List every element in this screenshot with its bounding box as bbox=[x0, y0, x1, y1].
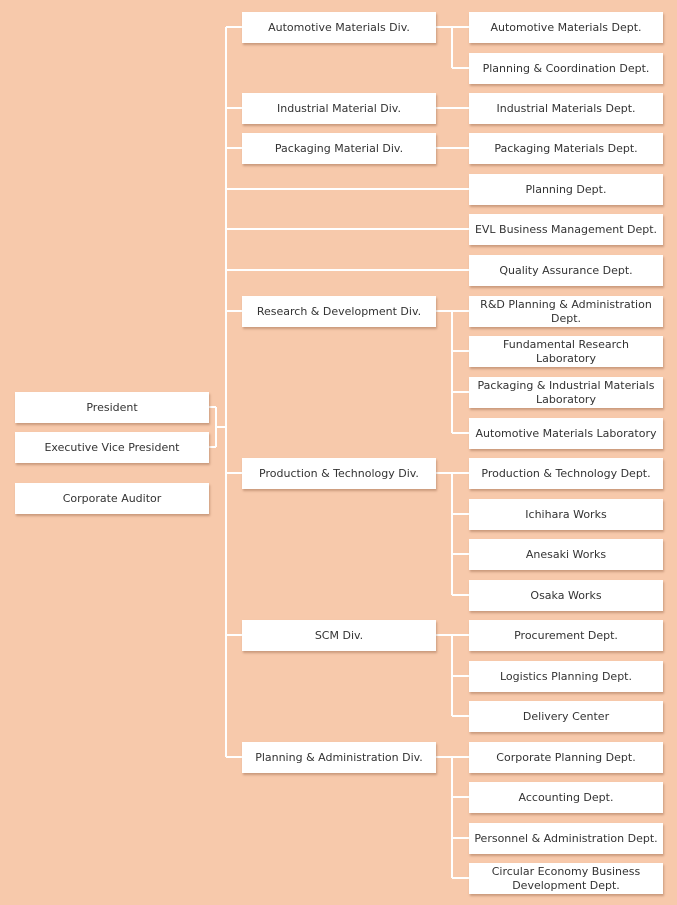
planning-coordination-dept-box: Planning & Coordination Dept. bbox=[469, 53, 663, 84]
logistics-planning-dept-box: Logistics Planning Dept. bbox=[469, 661, 663, 692]
evl-business-management-dept-box: EVL Business Management Dept. bbox=[469, 214, 663, 245]
research-development-div-box: Research & Development Div. bbox=[242, 296, 436, 327]
planning-administration-div-box: Planning & Administration Div. bbox=[242, 742, 436, 773]
industrial-material-div-box: Industrial Material Div. bbox=[242, 93, 436, 124]
packaging-material-div-box: Packaging Material Div. bbox=[242, 133, 436, 164]
production-technology-dept-box: Production & Technology Dept. bbox=[469, 458, 663, 489]
automotive-materials-dept-box: Automotive Materials Dept. bbox=[469, 12, 663, 43]
fundamental-research-laboratory-box: Fundamental Research Laboratory bbox=[469, 336, 663, 367]
accounting-dept-box: Accounting Dept. bbox=[469, 782, 663, 813]
anesaki-works-box: Anesaki Works bbox=[469, 539, 663, 570]
corporate-auditor-box: Corporate Auditor bbox=[15, 483, 209, 514]
planning-dept-box: Planning Dept. bbox=[469, 174, 663, 205]
scm-div-box: SCM Div. bbox=[242, 620, 436, 651]
rd-planning-administration-dept-box: R&D Planning & Administration Dept. bbox=[469, 296, 663, 327]
executive-vice-president-box: Executive Vice President bbox=[15, 432, 209, 463]
automotive-materials-laboratory-box: Automotive Materials Laboratory bbox=[469, 418, 663, 449]
industrial-materials-dept-box: Industrial Materials Dept. bbox=[469, 93, 663, 124]
president-box: President bbox=[15, 392, 209, 423]
packaging-industrial-materials-laboratory-box: Packaging & Industrial Materials Laborat… bbox=[469, 377, 663, 408]
osaka-works-box: Osaka Works bbox=[469, 580, 663, 611]
procurement-dept-box: Procurement Dept. bbox=[469, 620, 663, 651]
packaging-materials-dept-box: Packaging Materials Dept. bbox=[469, 133, 663, 164]
corporate-planning-dept-box: Corporate Planning Dept. bbox=[469, 742, 663, 773]
delivery-center-box: Delivery Center bbox=[469, 701, 663, 732]
automotive-materials-div-box: Automotive Materials Div. bbox=[242, 12, 436, 43]
personnel-administration-dept-box: Personnel & Administration Dept. bbox=[469, 823, 663, 854]
production-technology-div-box: Production & Technology Div. bbox=[242, 458, 436, 489]
quality-assurance-dept-box: Quality Assurance Dept. bbox=[469, 255, 663, 286]
ichihara-works-box: Ichihara Works bbox=[469, 499, 663, 530]
circular-economy-business-development-dept-box: Circular Economy Business Development De… bbox=[469, 863, 663, 894]
